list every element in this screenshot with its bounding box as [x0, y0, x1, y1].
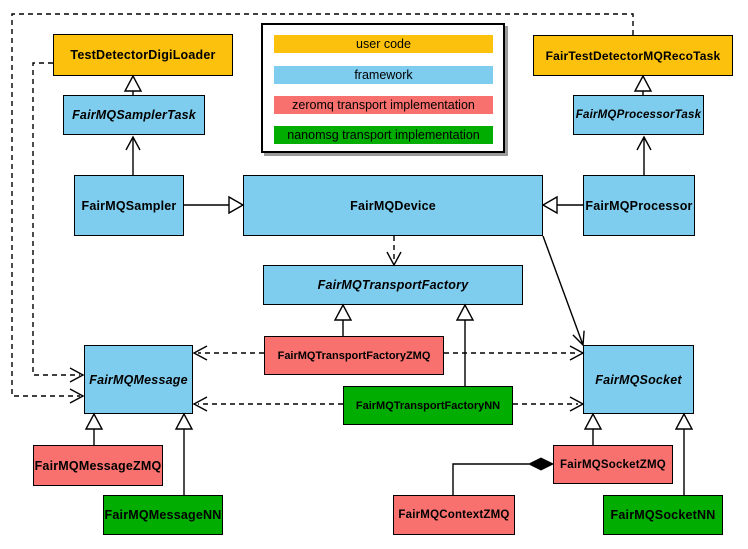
- legend-item-nanomsg: nanomsg transport implementation: [274, 126, 493, 144]
- class-fairmqtransportfactorynn: FairMQTransportFactoryNN: [343, 386, 513, 425]
- dependency-factoryzmq-to-socket: [444, 345, 585, 361]
- class-fairtestdetectormqrecotask: FairTestDetectorMQRecoTask: [533, 35, 733, 76]
- class-fairmqcontextzmq: FairMQContextZMQ: [393, 495, 515, 535]
- association-device-to-socket: [542, 235, 585, 347]
- inheritance-factorynn-to-factory: [455, 303, 475, 386]
- class-fairmqsocketnn: FairMQSocketNN: [603, 495, 723, 535]
- class-fairmqsocketzmq: FairMQSocketZMQ: [553, 445, 673, 484]
- inheritance-factoryzmq-to-factory: [333, 303, 353, 336]
- class-fairmqtransportfactoryzmq: FairMQTransportFactoryZMQ: [264, 336, 444, 375]
- class-fairmqmessagenn: FairMQMessageNN: [103, 495, 223, 535]
- inheritance-messagezmq-to-message: [84, 412, 104, 445]
- class-testdetectordigiloader: TestDetectorDigiLoader: [53, 34, 233, 76]
- inheritance-processor-to-processortask: [636, 135, 652, 175]
- class-fairmqprocessor: FairMQProcessor: [583, 175, 695, 236]
- class-fairmqsocket: FairMQSocket: [583, 345, 694, 414]
- inheritance-samplertask-to-digiloader: [123, 74, 143, 95]
- legend: user code framework zeromq transport imp…: [261, 23, 505, 153]
- legend-item-label: nanomsg transport implementation: [287, 128, 480, 142]
- inheritance-socketzmq-to-socket: [583, 412, 603, 445]
- class-fairmqdevice: FairMQDevice: [243, 175, 543, 236]
- inheritance-socketnn-to-socket: [674, 412, 694, 495]
- dependency-factoryzmq-to-message: [192, 345, 264, 361]
- legend-item-zeromq: zeromq transport implementation: [274, 96, 493, 114]
- legend-item-user-code: user code: [274, 35, 493, 53]
- inheritance-sampler-to-samplertask: [125, 135, 141, 175]
- inheritance-processor-to-device: [541, 195, 583, 215]
- class-fairmqsamplertask: FairMQSamplerTask: [63, 95, 205, 135]
- class-fairmqsampler: FairMQSampler: [74, 175, 184, 236]
- legend-item-framework: framework: [274, 66, 493, 84]
- dependency-device-to-transportfactory: [386, 236, 402, 267]
- legend-item-label: zeromq transport implementation: [292, 98, 475, 112]
- dependency-factorynn-to-message: [192, 396, 343, 412]
- inheritance-processortask-to-recotask: [633, 74, 653, 95]
- class-fairmqprocessortask: FairMQProcessorTask: [573, 95, 704, 135]
- legend-item-label: user code: [356, 37, 411, 51]
- class-fairmqmessagezmq: FairMQMessageZMQ: [33, 445, 163, 486]
- class-fairmqtransportfactory: FairMQTransportFactory: [263, 265, 523, 305]
- inheritance-messagenn-to-message: [174, 412, 194, 495]
- class-fairmqmessage: FairMQMessage: [84, 345, 193, 414]
- composition-contextzmq-to-socketzmq: [452, 457, 555, 495]
- dependency-factorynn-to-socket: [513, 396, 585, 412]
- legend-item-label: framework: [354, 68, 413, 82]
- inheritance-sampler-to-device: [184, 195, 245, 215]
